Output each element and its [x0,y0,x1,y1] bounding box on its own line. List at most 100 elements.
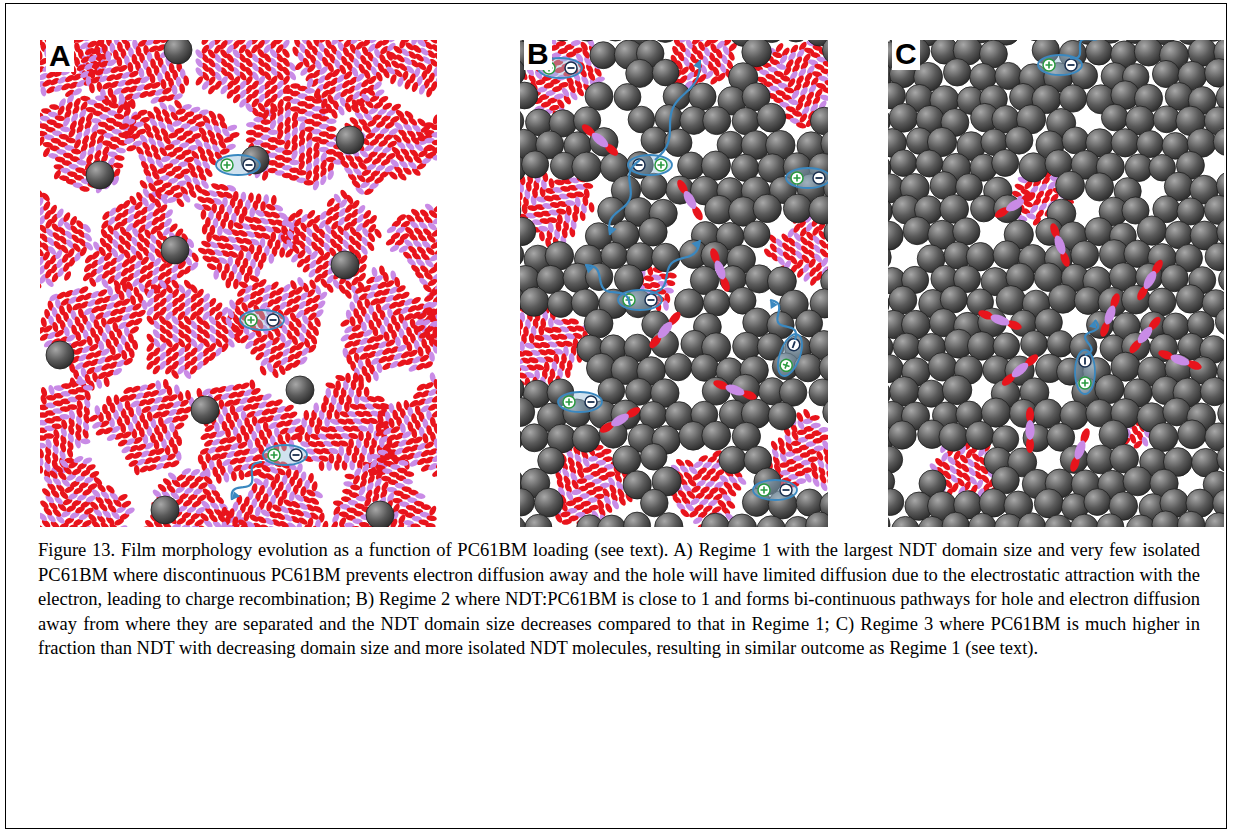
ndt-molecule [455,143,463,155]
ndt-molecule [122,26,134,36]
ndt-molecule [313,27,324,38]
ndt-molecule [453,224,465,234]
ndt-molecule [141,30,153,40]
ndt-molecule [31,124,41,136]
ndt-molecule [466,230,478,241]
ndt-molecule [458,21,467,33]
ndt-molecule [0,268,10,280]
ndt-molecule [442,260,454,270]
ndt-molecule [460,261,472,272]
ndt-molecule [448,10,457,22]
ndt-molecule [0,242,7,253]
ndt-molecule [304,180,314,186]
ndt-molecule [437,83,446,95]
ndt-molecule [466,32,478,43]
ndt-molecule [32,28,39,39]
ndt-molecule [11,199,21,211]
ndt-molecule [307,22,318,33]
ndt-molecule [462,137,470,149]
ndt-molecule [497,135,508,141]
ndt-molecule [440,164,451,170]
ndt-molecule [58,0,65,11]
ndt-molecule [32,43,39,54]
ndt-molecule [447,133,455,145]
ndt-molecule [448,174,459,180]
ndt-molecule [314,18,325,29]
ndt-molecule [463,186,474,192]
ndt-molecule [469,249,481,260]
ndt-molecule [115,12,127,22]
ndt-molecule [326,126,336,132]
ndt-molecule [439,116,447,128]
ndt-molecule [443,16,452,28]
ndt-molecule [2,237,13,248]
ndt-molecule [36,49,43,60]
ndt-molecule [12,267,22,279]
ndt-molecule [13,226,24,237]
ndt-molecule [470,155,478,167]
ndt-molecule [145,22,157,32]
ndt-molecule [498,158,509,164]
ndt-molecule [71,27,83,37]
ndt-molecule [480,225,492,236]
ndt-molecule [438,241,450,251]
ndt-molecule [344,29,355,40]
ndt-molecule [444,62,453,74]
ndt-molecule [445,211,457,221]
ndt-molecule [130,10,142,20]
ndt-molecule [497,127,508,133]
ndt-molecule [109,28,116,39]
ndt-molecule [137,23,149,33]
ndt-molecule [21,239,32,250]
ndt-molecule [447,242,459,252]
ndt-molecule [52,9,64,19]
ndt-molecule [28,81,35,92]
ndt-molecule [60,22,72,32]
ndt-molecule [401,9,413,20]
ndt-molecule [471,195,482,201]
ndt-molecule [365,19,376,30]
ndt-molecule [218,21,229,33]
ndt-molecule [250,25,261,37]
ndt-molecule [13,217,23,229]
ndt-molecule [477,206,489,217]
ndt-molecule [41,4,53,14]
ndt-molecule [446,267,458,277]
ndt-molecule [108,13,120,23]
ndt-molecule [500,163,508,175]
ndt-molecule [420,22,429,34]
ndt-molecule [30,201,40,213]
ndt-molecule [470,180,481,186]
ndt-molecule [438,253,450,263]
ndt-molecule [326,118,336,124]
ndt-molecule [449,56,458,68]
ndt-molecule [274,16,285,28]
ndt-molecule [462,130,470,142]
ndt-molecule [446,254,458,264]
ndt-molecule [448,229,460,239]
ndt-molecule [477,67,486,79]
ndt-molecule [231,30,242,42]
ndt-molecule [446,24,455,36]
ndt-molecule [370,25,381,36]
ndt-molecule [480,52,489,64]
ndt-molecule [493,176,501,188]
ndt-molecule [482,131,493,137]
ndt-molecule [489,117,500,123]
ndt-molecule [262,25,273,37]
ndt-molecule [41,19,53,29]
ndt-molecule [463,193,474,199]
ndt-molecule [468,55,477,67]
ndt-molecule [485,166,493,178]
ndt-molecule [461,114,469,126]
ndt-molecule [454,112,462,124]
ndt-molecule [455,12,464,24]
ndt-molecule [281,29,292,41]
ndt-molecule [49,103,60,110]
ndt-molecule [28,193,39,204]
ndt-molecule [268,129,278,135]
ndt-molecule [7,281,18,292]
ndt-molecule [40,26,47,37]
ndt-molecule [140,8,147,19]
ndt-molecule [249,16,260,28]
